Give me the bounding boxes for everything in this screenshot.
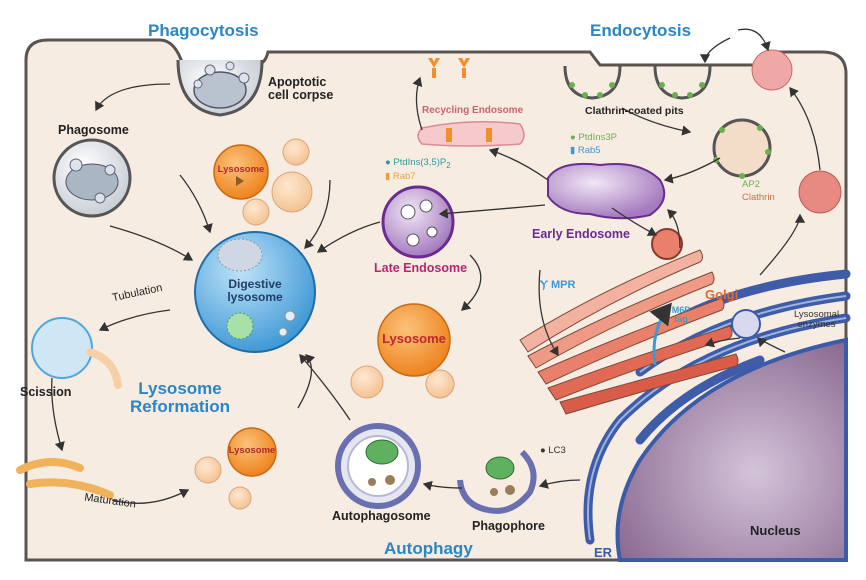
digestive-lysosome	[194, 231, 316, 353]
digestive-line1: Digestive	[228, 277, 282, 291]
autophagosome-label: Autophagosome	[332, 509, 431, 523]
phagosome-label: Phagosome	[58, 123, 129, 137]
golgi-label: Golgi	[705, 287, 739, 302]
lc3-label: ● LC3	[540, 445, 566, 456]
early-endosome	[547, 162, 666, 220]
pink-vesicle-top	[751, 49, 793, 91]
phagosome	[52, 138, 132, 218]
protolysosome-tubules	[16, 457, 114, 499]
golgi-apparatus	[519, 249, 739, 415]
autophagy-title: Autophagy	[384, 539, 473, 558]
apoptotic-line2: cell corpse	[268, 88, 334, 103]
scission-label: Scission	[20, 385, 72, 399]
rab5-label: ▮ Rab5	[570, 145, 601, 156]
reformation-title-line2: Reformation	[129, 396, 231, 416]
m6p-line2: tag	[674, 314, 688, 325]
recycling-endosome	[417, 121, 525, 147]
phagophore	[457, 449, 537, 514]
receptor-icons	[428, 58, 492, 142]
lysosome-bottom-label: Lysosome	[228, 445, 276, 456]
clathrin-coated-pits	[563, 65, 712, 100]
digestive-line2: lysosome	[227, 289, 283, 304]
lc3-text: LC3	[548, 445, 566, 456]
apoptotic-label: Apoptotic cell corpse	[268, 75, 334, 103]
enzymes-line1: Lysosomal	[794, 309, 840, 320]
m6p-line1: M6P	[671, 305, 691, 315]
autophagosome	[335, 423, 421, 509]
late-endosome-label: Late Endosome	[374, 261, 468, 275]
nucleus-label: Nucleus	[750, 523, 801, 538]
clathrin-pits-label: Clathrin-coated pits	[585, 105, 684, 117]
lysosome-small-label: Lysosome	[217, 164, 265, 175]
nucleus	[615, 337, 848, 562]
er-label: ER	[594, 545, 613, 560]
m6p-tag-label: M6P tag	[664, 305, 698, 325]
ptdins35p2-sub: 2	[446, 160, 451, 170]
mpr-text: MPR	[550, 279, 576, 291]
early-endosome-label: Early Endosome	[532, 227, 630, 241]
clathrin-label: Clathrin	[742, 192, 775, 203]
ptdins35p2-label: ● PtdIns(3,5)P2	[385, 157, 451, 170]
reformation-title-line1: Lysosome	[138, 379, 222, 398]
enzymes-line2: enzymes	[797, 318, 836, 330]
rab5-text: Rab5	[577, 145, 601, 156]
lysosome-reformation-title: Lysosome Reformation	[120, 380, 240, 416]
lysosome-top-group	[213, 138, 313, 226]
mpr-label: Ⲩ MPR	[540, 279, 576, 291]
recycling-endosome-label: Recycling Endosome	[422, 105, 524, 116]
reforming-lysosome	[31, 317, 93, 379]
endocytosis-title: Endocytosis	[590, 21, 692, 40]
lysosome-large-group	[350, 303, 455, 399]
pathway-arrows	[51, 28, 821, 504]
ptdins3p-label: ● PtdIns3P	[570, 132, 617, 143]
lysosomal-enzymes-label: Lysosomal enzymes	[794, 310, 839, 330]
apoptotic-cell-corpse	[176, 59, 264, 117]
lysosome-large-label: Lysosome	[382, 331, 446, 346]
lysosome-bottom-group	[194, 427, 277, 510]
pink-vesicle-right	[798, 170, 842, 214]
apoptotic-line1: Apoptotic	[268, 75, 327, 89]
rab7-label: ▮ Rab7	[385, 171, 416, 182]
ptdins3p-text: PtdIns3P	[578, 132, 617, 143]
ptdins35p2-text: PtdIns(3,5)P	[393, 157, 447, 168]
late-endosome	[381, 185, 455, 259]
rab7-text: Rab7	[392, 171, 416, 182]
phagophore-label: Phagophore	[472, 519, 545, 533]
digestive-lysosome-label: Digestive lysosome	[215, 278, 295, 303]
ap2-label: AP2	[742, 179, 760, 190]
phagocytosis-title: Phagocytosis	[148, 21, 259, 40]
